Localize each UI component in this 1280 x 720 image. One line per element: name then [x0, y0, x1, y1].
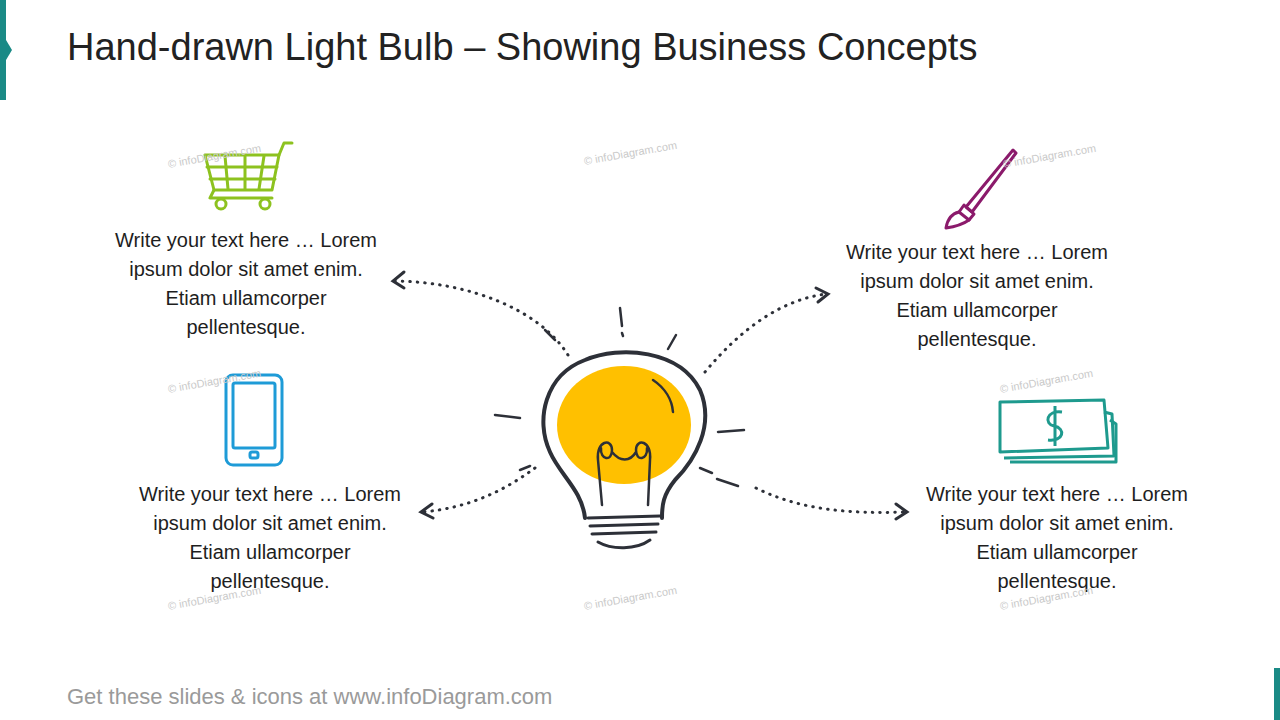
watermark: © infoDiagram.com: [167, 367, 262, 395]
slide-title: Hand-drawn Light Bulb – Showing Business…: [67, 26, 977, 69]
text-block: Write your text here … Lorem ipsum dolor…: [139, 480, 401, 596]
phone-icon: [226, 375, 282, 465]
light-bulb: [495, 308, 744, 548]
accent-tab: [6, 40, 12, 60]
text-block: Write your text here … Lorem ipsum dolor…: [926, 480, 1188, 596]
bulb-rays: [495, 308, 744, 486]
accent-bar: [1274, 668, 1280, 720]
dotted-arrows: [393, 272, 907, 519]
money-icon: [1000, 400, 1116, 462]
watermark: © infoDiagram.com: [583, 139, 678, 167]
footer-caption: Get these slides & icons at www.infoDiag…: [67, 684, 552, 710]
text-block: Write your text here … Lorem ipsum dolor…: [115, 226, 377, 342]
watermark: © infoDiagram.com: [999, 367, 1094, 395]
text-block: Write your text here … Lorem ipsum dolor…: [846, 238, 1108, 354]
watermark: © infoDiagram.com: [583, 584, 678, 612]
watermark: © infoDiagram.com: [1002, 142, 1097, 170]
accent-bar: [0, 0, 6, 100]
